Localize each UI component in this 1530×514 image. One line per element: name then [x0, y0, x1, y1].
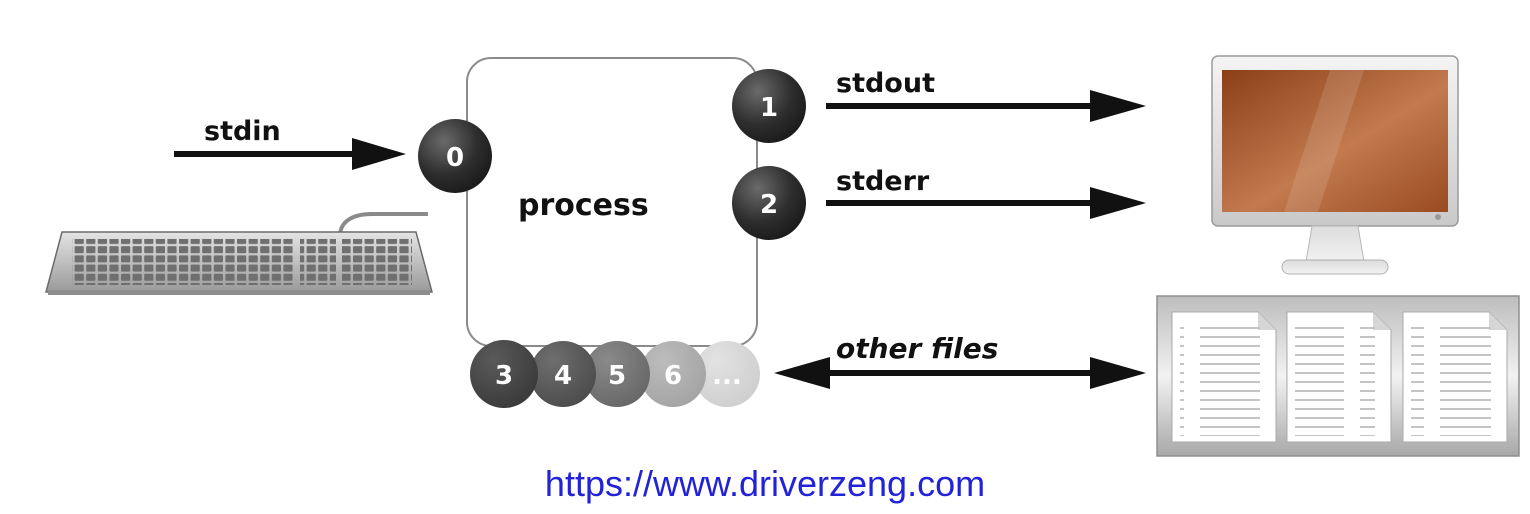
watermark-url: https://www.driverzeng.com [544, 463, 986, 504]
stdout-arrow [826, 90, 1146, 122]
keyboard-icon [45, 212, 433, 295]
stdin-arrow [174, 138, 406, 170]
monitor-icon [1211, 55, 1459, 275]
documents-icon [1156, 295, 1520, 457]
fd-0-number: 0 [446, 143, 464, 173]
fd-2-number: 2 [760, 190, 778, 220]
fd-4-badge [530, 341, 596, 407]
fd-more-number: ... [712, 361, 742, 391]
fd-3-badge [470, 340, 538, 408]
stderr-label: stderr [836, 166, 930, 197]
other-fd-badges: 3 4 5 6 ... [470, 340, 760, 408]
fd-5-number: 5 [608, 361, 626, 391]
fd-more-badge [694, 341, 760, 407]
fd-3-number: 3 [495, 361, 513, 391]
fd-2-badge: 2 [732, 166, 806, 240]
stdin-label: stdin [204, 116, 281, 147]
fd-5-badge [584, 341, 650, 407]
fd-1-number: 1 [760, 93, 778, 123]
other-files-label: other files [836, 332, 998, 365]
fd-1-badge: 1 [732, 69, 806, 143]
fd-6-badge [640, 341, 706, 407]
stdout-label: stdout [836, 68, 935, 99]
process-label: process [518, 188, 649, 223]
stderr-arrow [826, 187, 1146, 219]
fd-6-number: 6 [664, 361, 682, 391]
other-files-arrow [774, 357, 1146, 389]
fd-4-number: 4 [554, 361, 572, 391]
fd-0-badge: 0 [418, 119, 492, 193]
